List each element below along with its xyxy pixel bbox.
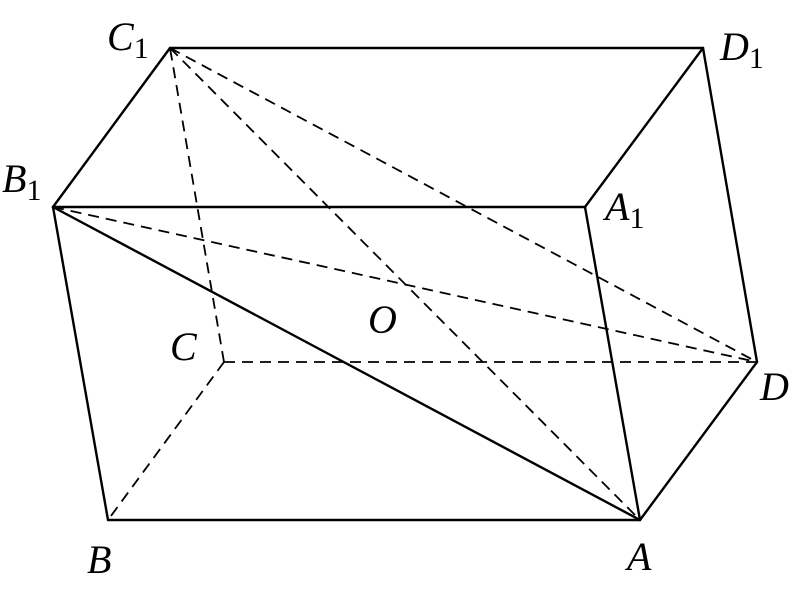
edge-B1-B bbox=[51, 205, 110, 522]
label-B: B bbox=[87, 537, 111, 582]
label-layer: C1 D1 B1 A1 O C D B A bbox=[2, 14, 789, 582]
edge-C1-D bbox=[169, 47, 758, 363]
label-A: A bbox=[624, 534, 652, 579]
label-O: O bbox=[368, 297, 397, 342]
edge-B1-D bbox=[52, 206, 758, 363]
label-C1: C1 bbox=[107, 14, 149, 65]
edge-A-D bbox=[638, 360, 759, 522]
edge-D1-D bbox=[701, 46, 759, 364]
edge-B1-A bbox=[51, 205, 642, 522]
label-D1: D1 bbox=[719, 24, 764, 75]
edge-C1-B1 bbox=[51, 46, 172, 209]
edge-A1-A bbox=[583, 205, 642, 522]
edge-D1-A1 bbox=[583, 46, 705, 209]
label-A1: A1 bbox=[602, 184, 644, 235]
edge-C-B bbox=[107, 361, 225, 521]
label-C: C bbox=[170, 324, 198, 369]
edge-layer bbox=[51, 46, 759, 522]
edge-C-C1 bbox=[169, 47, 225, 363]
label-D: D bbox=[759, 364, 789, 409]
label-B1: B1 bbox=[2, 156, 41, 207]
